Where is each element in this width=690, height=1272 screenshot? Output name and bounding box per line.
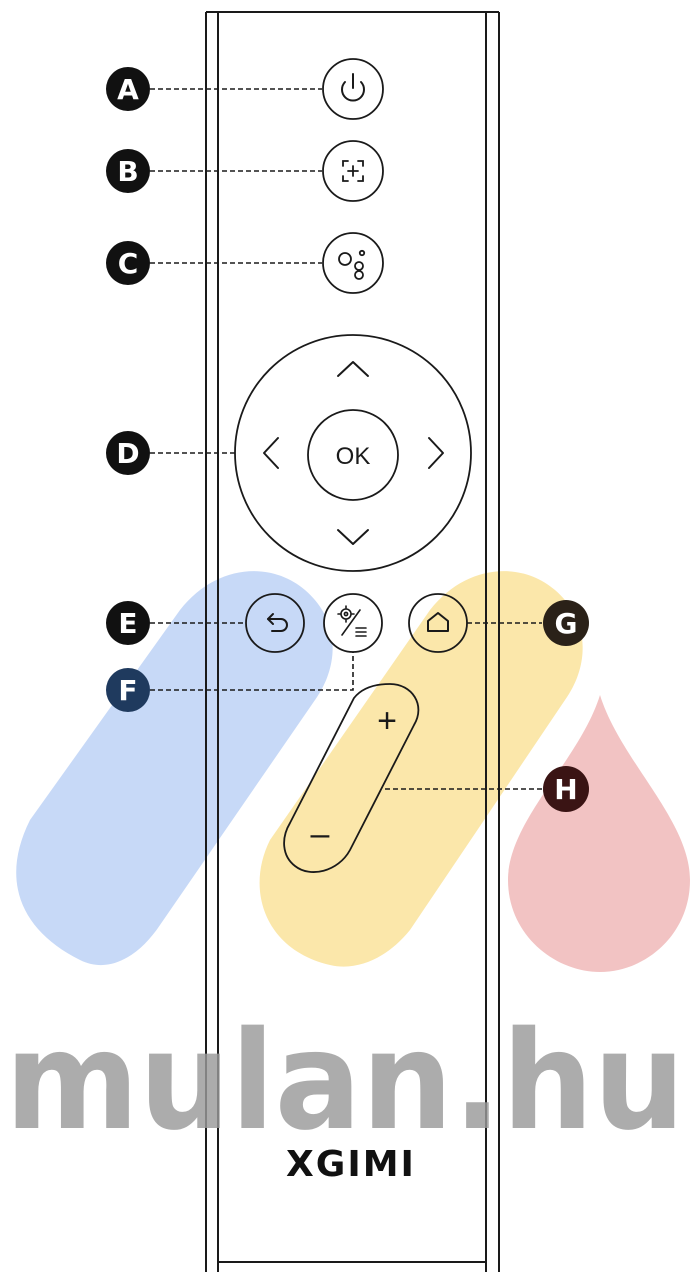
back-arrow-icon bbox=[267, 613, 288, 632]
focus-icon bbox=[342, 160, 364, 182]
dpad-down[interactable] bbox=[337, 529, 369, 545]
watermark-shapes bbox=[16, 571, 690, 972]
back-button[interactable] bbox=[245, 593, 305, 653]
volume-rocker[interactable]: + – bbox=[283, 683, 420, 873]
watermark-blue-pill bbox=[16, 571, 333, 966]
watermark-text: mulan.hu bbox=[5, 1003, 685, 1161]
assistant-button[interactable] bbox=[322, 232, 384, 294]
dpad[interactable]: OK bbox=[234, 334, 472, 572]
callout-b: B bbox=[106, 149, 150, 193]
remote-body bbox=[205, 11, 500, 1272]
callout-g-letter: G bbox=[555, 607, 578, 640]
dpad-left[interactable] bbox=[263, 437, 279, 469]
home-icon bbox=[427, 612, 449, 632]
callout-e: E bbox=[106, 601, 150, 645]
leader-lines bbox=[150, 88, 542, 790]
callout-e-letter: E bbox=[118, 607, 137, 640]
ok-button[interactable]: OK bbox=[307, 409, 399, 501]
callout-b-letter: B bbox=[117, 155, 138, 188]
focus-button[interactable] bbox=[322, 140, 384, 202]
callout-c: C bbox=[106, 241, 150, 285]
volume-up-label[interactable]: + bbox=[377, 702, 397, 740]
assistant-icon bbox=[338, 249, 366, 280]
home-button[interactable] bbox=[408, 593, 468, 653]
callout-a-letter: A bbox=[117, 73, 139, 106]
watermark-red-drop bbox=[508, 695, 690, 972]
chevron-down-icon bbox=[337, 529, 369, 545]
callout-a: A bbox=[106, 67, 150, 111]
callout-h-letter: H bbox=[554, 773, 577, 806]
callout-h: H bbox=[543, 766, 589, 812]
chevron-right-icon bbox=[428, 437, 444, 469]
callout-d-letter: D bbox=[116, 437, 139, 470]
ok-label: OK bbox=[336, 443, 371, 470]
callout-f: F bbox=[106, 668, 150, 712]
callout-f-letter: F bbox=[118, 674, 137, 707]
settings-menu-icon bbox=[337, 605, 367, 637]
callout-d: D bbox=[106, 431, 150, 475]
volume-down-label[interactable]: – bbox=[311, 815, 330, 853]
chevron-left-icon bbox=[263, 437, 279, 469]
dpad-right[interactable] bbox=[428, 437, 444, 469]
chevron-up-icon bbox=[337, 361, 369, 377]
watermark-yellow-pill bbox=[259, 571, 583, 967]
power-button[interactable] bbox=[322, 58, 384, 120]
dpad-up[interactable] bbox=[337, 361, 369, 377]
callout-g: G bbox=[543, 600, 589, 646]
power-icon bbox=[341, 73, 365, 102]
callout-c-letter: C bbox=[118, 247, 139, 280]
brand-logo: XGIMI bbox=[286, 1144, 416, 1185]
settings-menu-button[interactable] bbox=[323, 593, 383, 653]
